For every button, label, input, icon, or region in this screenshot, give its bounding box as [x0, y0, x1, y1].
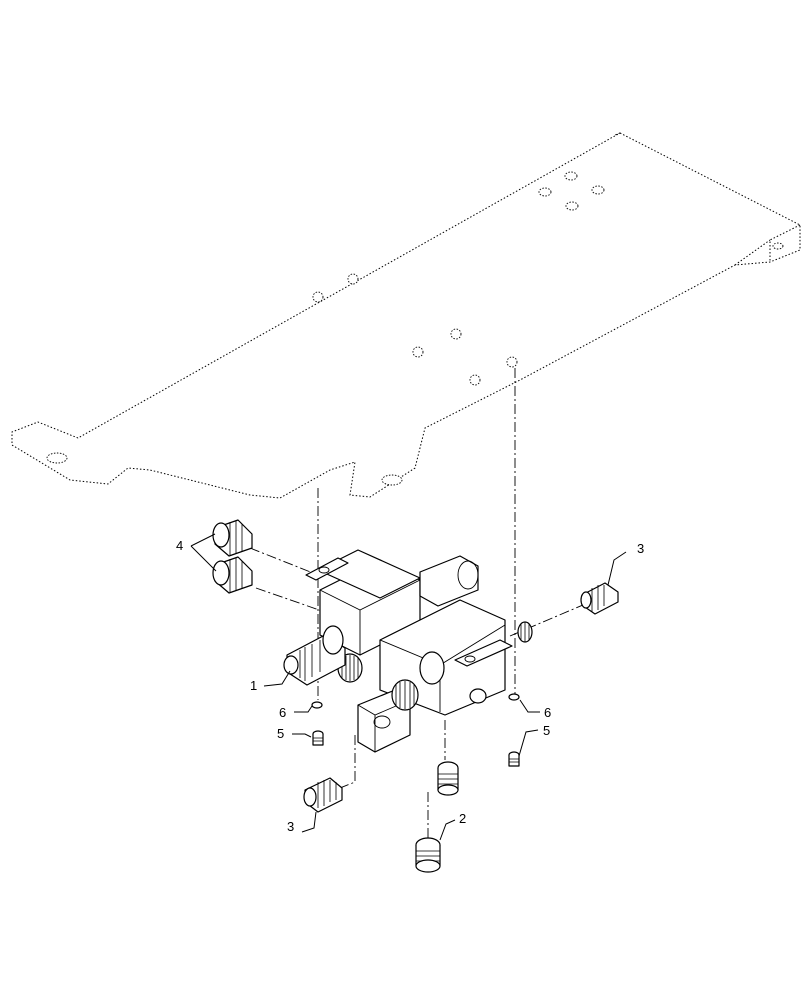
knurled-knobs [337, 621, 533, 711]
leader-lines [190, 533, 627, 841]
fitting-part-2 [415, 761, 459, 873]
washer-part-6-right [508, 693, 520, 701]
valve-block-assembly [305, 549, 533, 753]
weld-nuts [312, 273, 518, 386]
fittings-part-4 [212, 519, 253, 594]
bolt-part-5-left [312, 730, 324, 746]
callout-2: 2 [459, 811, 466, 826]
callout-1: 1 [250, 678, 257, 693]
callout-6-right: 6 [544, 705, 551, 720]
callout-4: 4 [176, 538, 183, 553]
mounting-plate [11, 132, 801, 499]
fitting-part-3-left [303, 777, 343, 813]
callout-5-right: 5 [543, 723, 550, 738]
callout-6-left: 6 [279, 705, 286, 720]
washer-part-6-left [311, 701, 323, 709]
fitting-part-3-right [580, 582, 619, 615]
callout-5-left: 5 [277, 726, 284, 741]
valve-cartridge-part-1 [283, 625, 346, 686]
callout-3-left: 3 [287, 819, 294, 834]
bolt-part-5-right [508, 751, 520, 767]
callout-3-right: 3 [637, 541, 644, 556]
